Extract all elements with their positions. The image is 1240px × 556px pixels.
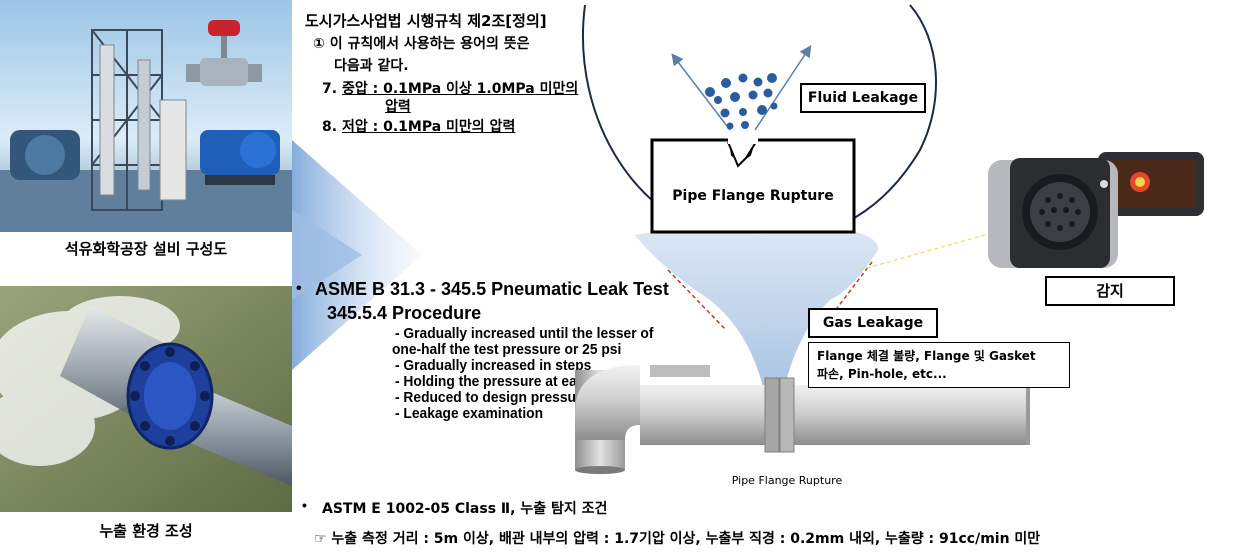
rupture-box-label: Pipe Flange Rupture [672, 188, 833, 204]
law-item7-cont: 압력 [385, 99, 411, 115]
asme-bullet: • [296, 280, 302, 297]
gas-desc-line-2: 파손, Pin-hole, etc... [817, 367, 947, 381]
asme-procedure-list: - Gradually increased until the lesser o… [392, 325, 676, 422]
list-item: - Gradually increased in steps [395, 357, 592, 374]
law-item7: 중압 : 0.1MPa 이상 1.0MPa 미만의 [342, 81, 579, 97]
plant-caption: 석유화학공장 설비 구성도 [64, 240, 228, 258]
list-item: - Gradually increased until the lesser o… [395, 325, 654, 342]
pipe-caption: Pipe Flange Rupture [732, 474, 843, 487]
gas-plume [635, 229, 879, 395]
spray-arrow-left [671, 53, 731, 131]
law-title: 도시가스사업법 시행규칙 제2조[정의] [305, 12, 547, 30]
fluid-droplets [705, 73, 778, 130]
detect-label: 감지 [1045, 276, 1175, 306]
plant-photo [0, 0, 292, 232]
pipe-end [980, 385, 1030, 445]
list-item: - Reduced to design pressure [395, 389, 590, 406]
gas-leakage-label: Gas Leakage [808, 308, 938, 338]
detect-guides [860, 234, 986, 271]
pipe-elbow [575, 365, 640, 440]
flange-left [764, 377, 780, 453]
gas-desc-line-1: Flange 체결 불량, Flange 및 Gasket [817, 349, 1036, 363]
leak-photo [0, 286, 292, 512]
guide-line-right [827, 261, 873, 321]
law-item7-num: 7. [322, 81, 338, 97]
rupture-box [650, 138, 856, 234]
law-clause: ① 이 규칙에서 사용하는 용어의 뜻은 [313, 36, 530, 52]
asme-subheading: 345.5.4 Procedure [327, 303, 482, 323]
leak-diagram: Pipe Flange Rupture Pipe Flange Rupture [575, 4, 980, 487]
gas-leakage-description: Flange 체결 불량, Flange 및 Gasket 파손, Pin-ho… [808, 342, 1070, 388]
astm-heading: ASTM E 1002-05 Class Ⅱ, 누출 탐지 조건 [322, 501, 608, 517]
list-item: - Leakage examination [395, 405, 544, 422]
list-item: - Holding the pressure at each step [395, 373, 626, 390]
big-arrow [292, 140, 422, 370]
law-item8: 저압 : 0.1MPa 미만의 압력 [342, 119, 516, 135]
flange-right [779, 377, 795, 453]
law-clause-2: 다음과 같다. [334, 58, 409, 74]
acoustic-camera-device [988, 152, 1204, 268]
astm-condition: ☞ 누출 측정 거리 : 5m 이상, 배관 내부의 압력 : 1.7기압 이상… [314, 531, 1041, 547]
pipe-horizontal [640, 385, 980, 445]
asme-heading: ASME B 31.3 - 345.5 Pneumatic Leak Test [315, 279, 669, 299]
leak-caption: 누출 환경 조성 [99, 522, 193, 540]
astm-bullet: • [302, 497, 307, 513]
spray-arrow-right [754, 44, 812, 131]
list-item: one-half the test pressure or 25 psi [392, 341, 622, 358]
fluid-leakage-label: Fluid Leakage [800, 83, 926, 113]
law-item8-num: 8. [322, 119, 338, 135]
